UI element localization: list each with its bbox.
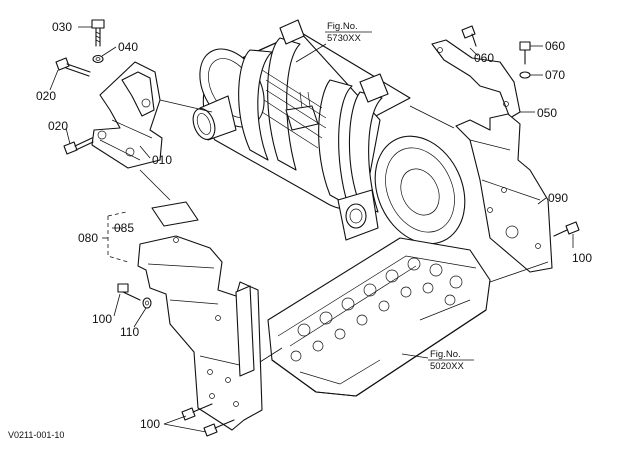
fig-ref-dpf-line2: 5730XX bbox=[327, 33, 361, 44]
callout-020-lower: 020 bbox=[48, 119, 68, 133]
callout-090: 090 bbox=[548, 191, 568, 205]
callout-050: 050 bbox=[537, 106, 557, 120]
callout-100-left: 100 bbox=[92, 312, 112, 326]
shield-plate-085 bbox=[151, 201, 199, 227]
drawing-code: V0211-001-10 bbox=[8, 430, 64, 440]
bracket-090 bbox=[455, 113, 553, 273]
bolt-100-bottom-lower bbox=[203, 419, 235, 437]
bolt-030 bbox=[91, 19, 105, 47]
callout-040: 040 bbox=[118, 40, 138, 54]
bolt-060-left bbox=[461, 25, 477, 47]
callout-110: 110 bbox=[120, 325, 139, 339]
callout-020-upper: 020 bbox=[36, 89, 56, 103]
bolt-100-right bbox=[553, 221, 580, 237]
callout-085: 085 bbox=[114, 221, 134, 235]
callout-060-right: 060 bbox=[545, 39, 565, 53]
leader-lines bbox=[49, 26, 574, 433]
callout-070: 070 bbox=[545, 68, 565, 82]
washer-040 bbox=[92, 54, 104, 64]
callout-060-left: 060 bbox=[474, 51, 494, 65]
callout-100-bottom: 100 bbox=[140, 417, 160, 431]
group-bracket-080-top bbox=[107, 211, 127, 217]
callout-labels: 030 040 020 020 010 085 080 100 110 100 … bbox=[36, 20, 592, 431]
dpf-muffler-assembly bbox=[192, 19, 466, 245]
bracket-050 bbox=[431, 39, 521, 119]
bolt-100-left bbox=[117, 283, 141, 301]
bracket-010 bbox=[91, 61, 163, 169]
bracket-080 bbox=[137, 235, 263, 431]
callout-030: 030 bbox=[52, 20, 72, 34]
cylinder-head bbox=[267, 237, 491, 397]
fig-ref-head-line2: 5020XX bbox=[430, 361, 464, 372]
callout-080: 080 bbox=[78, 231, 98, 245]
washer-110 bbox=[142, 297, 152, 309]
bolt-020-lower bbox=[63, 137, 94, 155]
callout-100-right: 100 bbox=[572, 251, 592, 265]
fig-ref-dpf: Fig.No. 5730XX bbox=[325, 21, 372, 44]
washer-070 bbox=[519, 71, 531, 79]
bolt-060-right bbox=[519, 41, 531, 65]
fig-ref-head-line1: Fig.No. bbox=[430, 349, 461, 360]
callout-010: 010 bbox=[152, 153, 172, 167]
bolt-100-bottom-upper bbox=[181, 403, 213, 421]
fig-ref-dpf-line1: Fig.No. bbox=[327, 21, 358, 32]
fig-ref-head: Fig.No. 5020XX bbox=[428, 349, 474, 372]
bolt-020-upper bbox=[55, 57, 91, 77]
